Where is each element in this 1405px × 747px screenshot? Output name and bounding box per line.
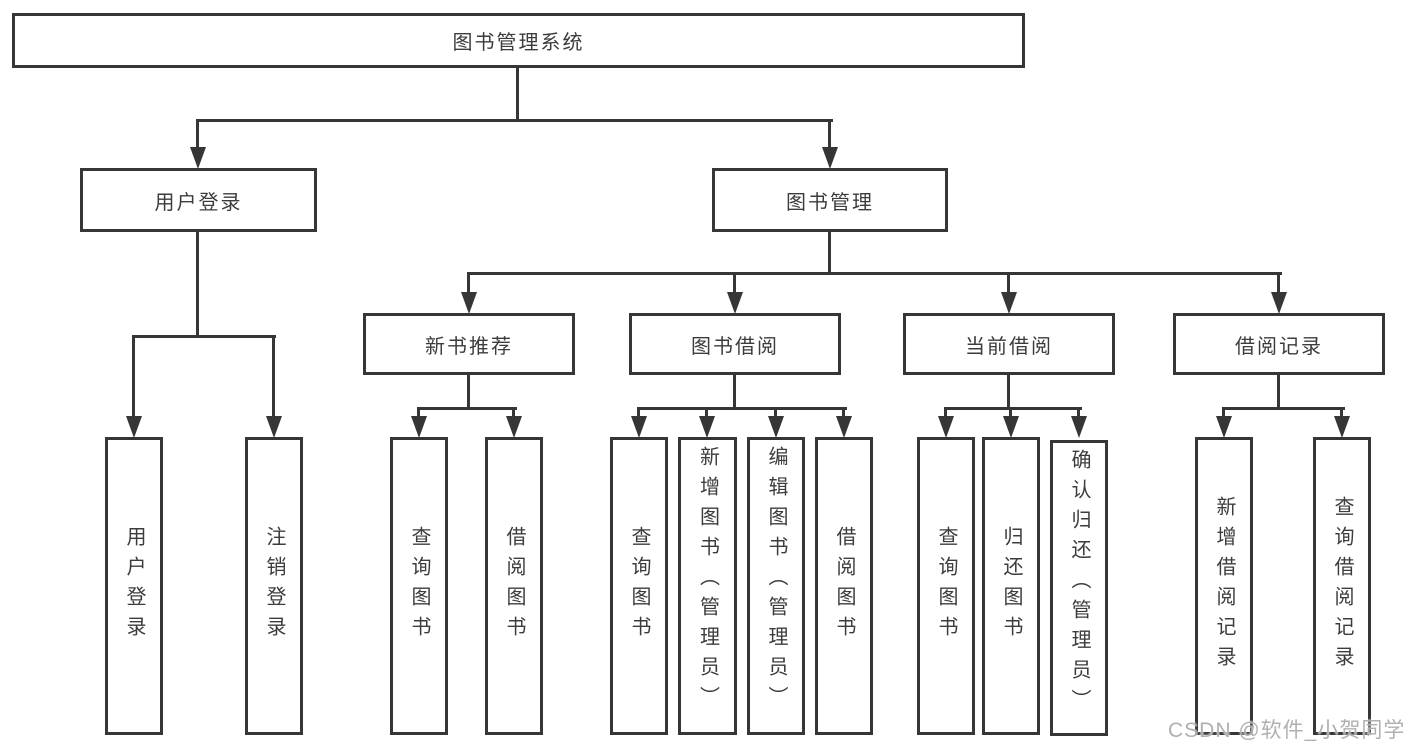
node-borrowing-records: 借阅记录 — [1173, 313, 1385, 375]
arrowhead-down-icon — [768, 416, 784, 438]
arrowhead-down-icon — [631, 416, 647, 438]
arrowhead-down-icon — [266, 416, 282, 438]
node-logout-login: 注销登录 — [245, 437, 303, 735]
connector-line — [1340, 407, 1343, 421]
node-label: 图书管理 — [786, 191, 874, 214]
node-label: 用户登录 — [154, 191, 243, 214]
connector-line — [467, 375, 470, 409]
node-library-system: 图书管理系统 — [12, 13, 1025, 68]
node-label: 注销登录 — [263, 526, 285, 646]
connector-line — [1007, 375, 1010, 409]
connector-line — [417, 407, 420, 421]
node-return-books: 归还图书 — [982, 437, 1040, 735]
arrowhead-down-icon — [699, 416, 715, 438]
connector-line — [1077, 407, 1080, 421]
arrowhead-down-icon — [1003, 416, 1019, 438]
arrowhead-down-icon — [506, 416, 522, 438]
node-add-books-admin: 新增图书（管理员） — [678, 437, 737, 735]
connector-line — [467, 272, 1282, 275]
connector-line — [516, 68, 519, 122]
connector-line — [196, 232, 199, 338]
node-query-books-recommend: 查询图书 — [390, 437, 448, 735]
arrowhead-down-icon — [727, 292, 743, 314]
connector-line — [512, 407, 515, 421]
node-label: 新书推荐 — [425, 335, 513, 358]
node-label: 借阅图书 — [833, 526, 855, 646]
connector-line — [467, 272, 470, 296]
arrowhead-down-icon — [1001, 292, 1017, 314]
arrowhead-down-icon — [411, 416, 427, 438]
connector-line — [944, 407, 947, 421]
arrowhead-down-icon — [1216, 416, 1232, 438]
arrowhead-down-icon — [126, 416, 142, 438]
connector-line — [1222, 407, 1345, 410]
node-label: 查询图书 — [408, 526, 430, 646]
connector-line — [196, 119, 199, 151]
connector-line — [842, 407, 845, 421]
node-label: 查询图书 — [628, 526, 650, 646]
connector-line — [1007, 272, 1010, 296]
connector-line — [637, 407, 640, 421]
node-label: 确认归还（管理员） — [1068, 449, 1090, 719]
node-user-login: 用户登录 — [105, 437, 163, 735]
arrowhead-down-icon — [1071, 416, 1087, 438]
arrowhead-down-icon — [836, 416, 852, 438]
connector-line — [637, 407, 847, 410]
node-book-borrowing: 图书借阅 — [629, 313, 841, 375]
node-label: 新增借阅记录 — [1213, 496, 1235, 676]
connector-line — [1009, 407, 1012, 421]
connector-line — [132, 335, 276, 338]
arrowhead-down-icon — [822, 147, 838, 169]
node-query-books-current: 查询图书 — [917, 437, 975, 735]
node-label: 借阅记录 — [1235, 335, 1323, 358]
node-book-management: 图书管理 — [712, 168, 948, 232]
connector-line — [417, 407, 517, 410]
node-label: 查询图书 — [935, 526, 957, 646]
node-add-borrow-record: 新增借阅记录 — [1195, 437, 1253, 735]
connector-line — [828, 232, 831, 275]
node-label: 当前借阅 — [965, 335, 1053, 358]
connector-line — [132, 335, 135, 419]
node-query-borrow-record: 查询借阅记录 — [1313, 437, 1371, 735]
node-current-borrowing: 当前借阅 — [903, 313, 1115, 375]
connector-line — [828, 119, 831, 151]
connector-line — [1277, 375, 1280, 409]
connector-line — [705, 407, 708, 421]
connector-line — [733, 375, 736, 409]
node-label: 归还图书 — [1000, 526, 1022, 646]
node-label: 新增图书（管理员） — [696, 446, 719, 716]
arrowhead-down-icon — [190, 147, 206, 169]
node-label: 图书借阅 — [691, 335, 779, 358]
node-user-login-group: 用户登录 — [80, 168, 317, 232]
node-borrow-books-borrowing: 借阅图书 — [815, 437, 873, 735]
arrowhead-down-icon — [1334, 416, 1350, 438]
node-query-books-borrowing: 查询图书 — [610, 437, 668, 735]
node-label: 借阅图书 — [503, 526, 525, 646]
connector-line — [272, 335, 275, 419]
connector-line — [1222, 407, 1225, 421]
csdn-watermark: CSDN @软件_小贺同学 — [1168, 719, 1405, 742]
connector-line — [944, 407, 1082, 410]
arrowhead-down-icon — [1271, 292, 1287, 314]
connector-line — [1277, 272, 1280, 296]
arrowhead-down-icon — [461, 292, 477, 314]
node-label: 图书管理系统 — [452, 32, 585, 54]
node-label: 用户登录 — [123, 526, 145, 646]
node-confirm-return-admin: 确认归还（管理员） — [1050, 440, 1108, 736]
node-edit-books-admin: 编辑图书（管理员） — [747, 437, 805, 735]
connector-line — [733, 272, 736, 296]
connector-line — [196, 119, 833, 122]
node-borrow-books-recommend: 借阅图书 — [485, 437, 543, 735]
connector-line — [774, 407, 777, 421]
node-label: 查询借阅记录 — [1331, 496, 1353, 676]
arrowhead-down-icon — [938, 416, 954, 438]
node-new-book-recommendation: 新书推荐 — [363, 313, 575, 375]
node-label: 编辑图书（管理员） — [765, 446, 787, 716]
